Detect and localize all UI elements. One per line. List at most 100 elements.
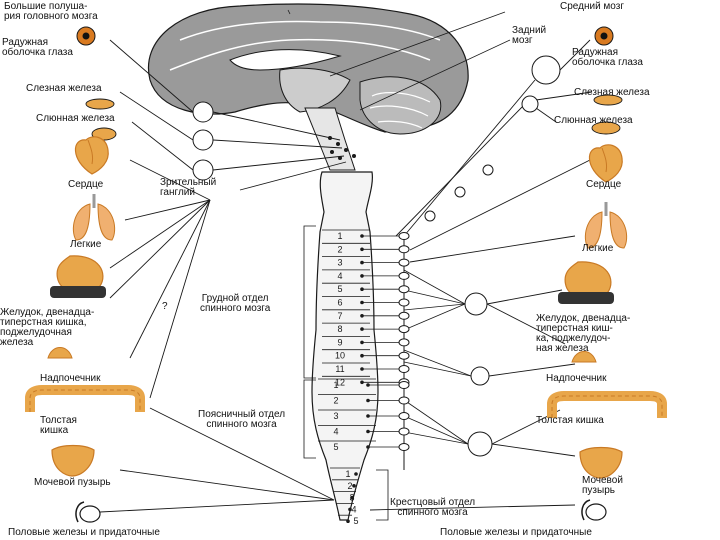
- label-lumbar-cord: Поясничный отдел спинного мозга: [198, 409, 286, 430]
- label-lacrimal-left: Слезная железа: [26, 83, 102, 94]
- label-heart-right: Сердце: [586, 179, 622, 190]
- cerebrum-pointer-line: [287, 9, 291, 15]
- heart-vessel: [87, 139, 93, 165]
- genitals-right-icon: [585, 503, 607, 521]
- sacral-segment-number: 4: [351, 504, 356, 514]
- lungs-right-icon: [584, 211, 603, 249]
- label-salivary-left: Слюнная железа: [36, 113, 115, 124]
- thoracic-segment-number: 10: [335, 351, 345, 361]
- label-hindbrain: Задний мозг: [512, 25, 547, 46]
- ganglia: [192, 55, 561, 457]
- segment-root-dot: [346, 519, 350, 523]
- sympathetic-chain-ganglion: [398, 232, 410, 240]
- hindbrain-pointer-line: [359, 39, 511, 111]
- postganglionic-fiber: [409, 159, 591, 251]
- genital-duct: [75, 501, 85, 523]
- adrenal-right-icon: [571, 351, 597, 363]
- cranial-nerve-fiber: [212, 139, 343, 149]
- lungs-right-icon: [609, 211, 628, 249]
- vagus-branch: [129, 199, 211, 359]
- parasympathetic-ganglion: [192, 159, 214, 181]
- pupil: [600, 32, 608, 40]
- sympathetic-chain-ganglion: [398, 412, 410, 420]
- lumbar-segment-number: 3: [333, 411, 338, 421]
- lumbar-segment-number: 1: [333, 380, 338, 390]
- prevertebral-ganglion: [531, 55, 561, 85]
- sympathetic-chain-ganglion: [398, 258, 410, 267]
- sacral-segment-number: 1: [345, 469, 350, 479]
- sympathetic-chain-ganglion: [398, 365, 410, 373]
- brain-illustration: [147, 3, 511, 171]
- midbrain-pointer-line: [329, 11, 506, 77]
- cervical-sympathetic-fiber: [403, 79, 536, 237]
- vagus-branch: [149, 199, 211, 399]
- salivary-gland-right-icon: [591, 121, 621, 135]
- lungs-left-icon: [72, 203, 91, 241]
- sacral-segment-number: 5: [353, 516, 358, 526]
- brainstem-nucleus-dot: [338, 156, 342, 160]
- splanchnic-fiber: [403, 361, 472, 377]
- genital-duct: [581, 499, 591, 521]
- postganglionic-fiber: [486, 289, 563, 305]
- colon-haustra: [29, 389, 141, 412]
- prevertebral-ganglion: [464, 292, 488, 316]
- diencephalon: [279, 67, 351, 113]
- splanchnic-fiber: [403, 415, 469, 445]
- parasympathetic-ganglion: [192, 101, 214, 123]
- segment-root-dot: [350, 495, 354, 500]
- vagus-branch: [129, 159, 211, 201]
- sacral-segment-number: 2: [347, 481, 352, 491]
- sympathetic-chain-ganglion: [398, 325, 410, 334]
- label-thoracic-cord: Грудной отдел спинного мозга: [200, 293, 271, 314]
- lacrimal-gland-left-icon: [85, 98, 115, 110]
- prevertebral-ganglion: [521, 95, 539, 113]
- brainstem-nucleus-dot: [336, 142, 340, 146]
- thoracic-segment-number: 4: [337, 271, 342, 281]
- prevertebral-ganglion: [467, 431, 493, 457]
- thoracic-segment-number: 6: [337, 298, 342, 308]
- label-stomach-left: Желудок, двенадца- типерстная кишка, под…: [0, 307, 95, 348]
- brain-gyri-line: [179, 20, 441, 41]
- label-heart-left: Сердце: [68, 179, 104, 190]
- cervical-sympathetic-fiber: [395, 103, 526, 237]
- bladder-left-icon: [51, 444, 95, 477]
- label-bladder-right: Мочевой пузырь: [582, 475, 623, 496]
- cord-segments: 1234567891011121234512345: [318, 229, 376, 526]
- sympathetic-chain-ganglion: [398, 285, 410, 294]
- label-question-mark: ?: [162, 301, 168, 312]
- lungs-left-icon: [97, 203, 116, 241]
- thoracic-segment-number: 9: [337, 337, 342, 347]
- label-adrenal-left: Надпочечник: [40, 373, 101, 384]
- postganglionic-fiber: [559, 39, 591, 71]
- label-iris-right: Радужная оболочка глаза: [572, 47, 643, 68]
- sympathetic-chain-ganglion: [398, 338, 410, 347]
- colon-left-icon: [25, 385, 145, 412]
- nerve-fibers: [99, 39, 593, 521]
- label-ciliary-ganglia: Зрительный ганглий: [160, 177, 217, 198]
- segment-root-dot: [354, 472, 358, 476]
- label-genitals-right: Половые железы и придаточные: [440, 527, 592, 538]
- brain-gyri-line: [169, 38, 431, 71]
- sympathetic-chain-ganglion: [398, 381, 410, 389]
- vagus-branch: [109, 199, 211, 299]
- cranial-nerve-fiber: [212, 155, 345, 171]
- brainstem-nucleus-dot: [344, 148, 348, 152]
- postganglionic-fiber: [491, 443, 576, 457]
- sympathetic-chain-ganglion: [398, 427, 410, 436]
- sympathetic-chain-ganglion: [398, 351, 410, 360]
- bladder-right-icon: [579, 446, 623, 479]
- brainstem-nucleus-dot: [352, 154, 356, 158]
- lumbar-segment-number: 4: [333, 427, 338, 437]
- thoracic-segment-number: 8: [337, 324, 342, 334]
- splanchnic-fiber: [403, 349, 472, 377]
- label-lungs-left: Легкие: [70, 239, 102, 250]
- sympathetic-chain-ganglion: [398, 311, 410, 320]
- cervical-ganglion: [454, 186, 466, 198]
- pelvic-nerve-fiber: [119, 469, 335, 501]
- postganglionic-fiber: [535, 91, 593, 101]
- thoracic-bracket: [303, 225, 316, 379]
- sympathetic-chain-ganglion: [398, 271, 410, 280]
- label-lacrimal-right: Слезная железа: [574, 87, 650, 98]
